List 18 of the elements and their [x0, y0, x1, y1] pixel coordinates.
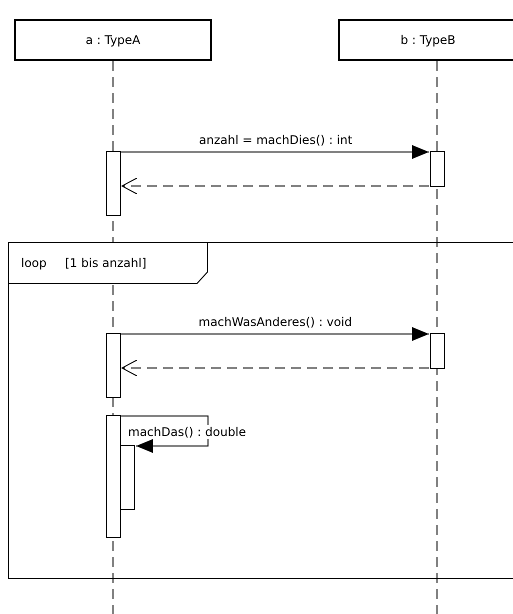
- activation-bar: [120, 445, 135, 510]
- self-message-arrow: [120, 416, 208, 453]
- activation-bar: [106, 151, 121, 216]
- frame-operator: loop: [21, 256, 47, 270]
- message-arrow: [120, 145, 430, 159]
- activation-bar: [106, 333, 121, 398]
- guard-condition: [1 bis anzahl]: [65, 256, 146, 270]
- return-message-arrow: [122, 360, 430, 376]
- activation-bar: [106, 415, 121, 538]
- message-arrow: [120, 327, 430, 341]
- activation-bar: [430, 151, 445, 187]
- lifeline-head-box: a : TypeA: [14, 19, 212, 61]
- message-label: machDas() : double: [128, 425, 246, 439]
- message-label: anzahl = machDies() : int: [199, 133, 352, 147]
- activation-bar: [430, 333, 445, 369]
- return-message-arrow: [122, 178, 430, 194]
- message-label: machWasAnderes() : void: [198, 315, 352, 329]
- lifeline-head-box: b : TypeB: [338, 19, 513, 61]
